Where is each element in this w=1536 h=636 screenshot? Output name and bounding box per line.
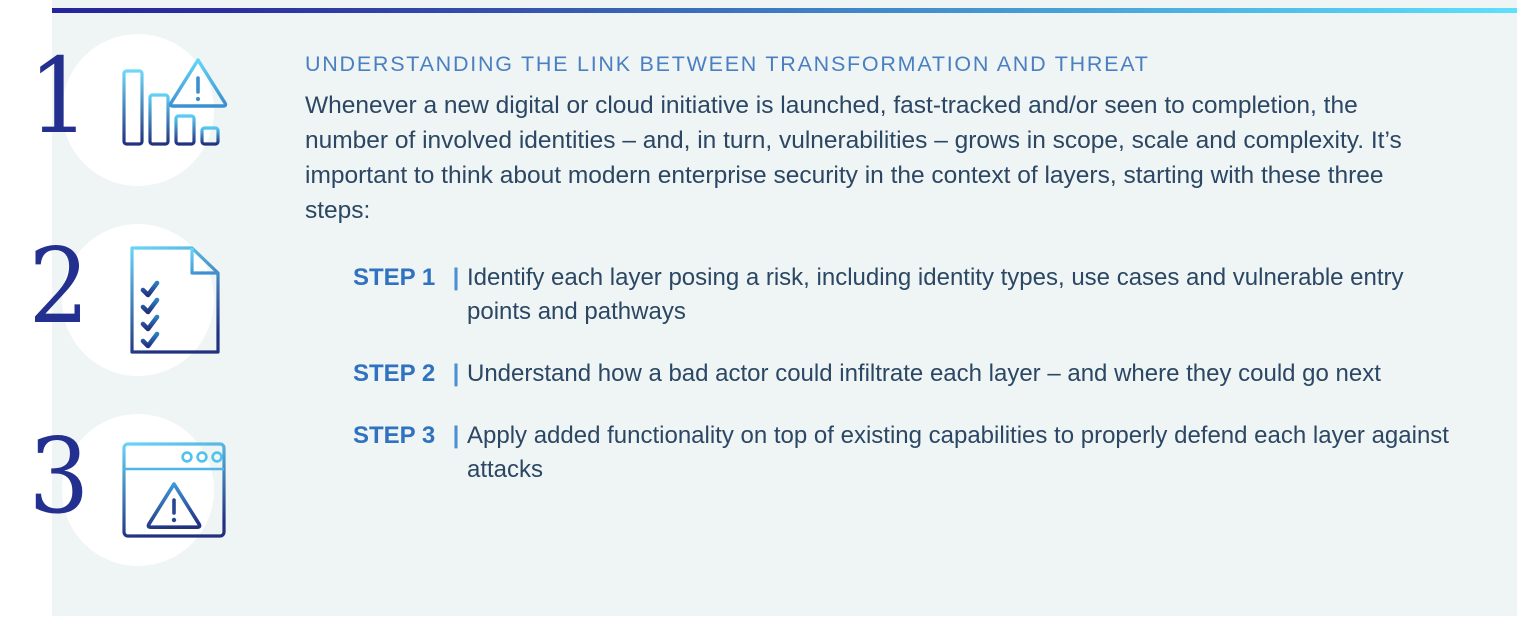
rail-row-1: 1	[29, 22, 312, 212]
step-numeral-1: 1	[28, 35, 90, 157]
step-label: STEP 3	[353, 422, 436, 449]
rail-row-2: 2	[29, 212, 312, 402]
checklist-document-icon	[114, 238, 239, 363]
step-label: STEP 2	[353, 360, 436, 387]
icon-backdrop-circle	[62, 34, 214, 186]
step-item: STEP 2 | Understand how a bad actor coul…	[353, 357, 1465, 391]
step-description: Understand how a bad actor could infiltr…	[467, 360, 1381, 387]
step-label: STEP 1	[353, 264, 436, 291]
step-description: Identify each layer posing a risk, inclu…	[467, 264, 1404, 325]
step-numeral-2: 2	[28, 225, 90, 347]
rail-row-3: 3	[29, 402, 312, 592]
browser-window-alert-icon	[114, 428, 239, 553]
content-card: 1	[29, 0, 1517, 616]
section-eyebrow-heading: UNDERSTANDING THE LINK BETWEEN TRANSFORM…	[305, 52, 1150, 76]
step-description: Apply added functionality on top of exis…	[467, 422, 1449, 483]
step-numeral-3: 3	[28, 415, 90, 537]
step-item: STEP 1 | Identify each layer posing a ri…	[353, 261, 1465, 329]
content-column: UNDERSTANDING THE LINK BETWEEN TRANSFORM…	[305, 52, 1465, 487]
intro-paragraph: Whenever a new digital or cloud initiati…	[305, 92, 1402, 224]
icon-backdrop-circle	[62, 414, 214, 566]
steps-list: STEP 1 | Identify each layer posing a ri…	[305, 261, 1465, 487]
step-separator: |	[452, 360, 460, 387]
step-separator: |	[452, 264, 460, 291]
step-separator: |	[452, 422, 460, 449]
gradient-top-rule	[52, 8, 1517, 13]
bar-chart-warning-icon	[114, 48, 239, 173]
step-item: STEP 3 | Apply added functionality on to…	[353, 419, 1465, 487]
